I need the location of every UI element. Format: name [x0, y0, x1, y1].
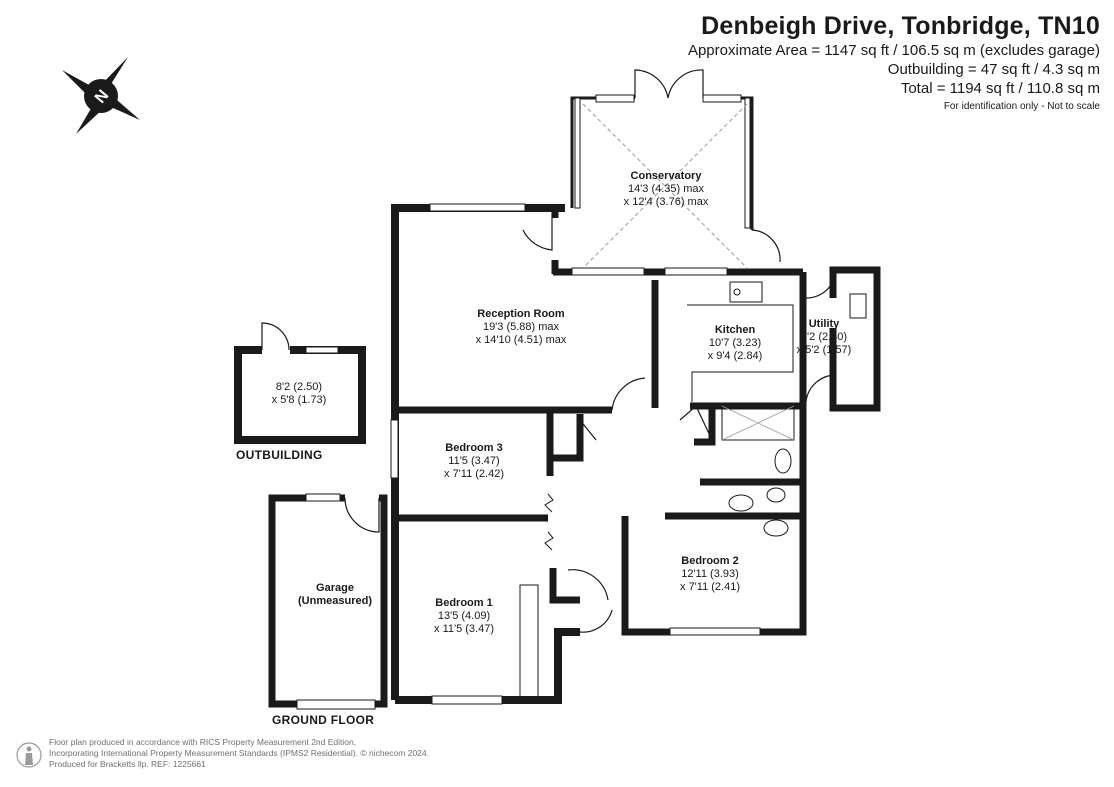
- room-dimension: 12'11 (3.93): [681, 568, 739, 580]
- room-dimension: x 7'11 (2.42): [444, 468, 504, 480]
- header: Denbeigh Drive, Tonbridge, TN10 Approxim…: [688, 12, 1100, 112]
- footer-line: Produced for Bracketts llp. REF: 1225661: [49, 759, 206, 769]
- room-name: Utility: [808, 318, 840, 330]
- ground-floor-label: GROUND FLOOR: [272, 713, 375, 727]
- room-reception: Reception Room 19'3 (5.88) max x 14'10 (…: [476, 308, 567, 347]
- property-title: Denbeigh Drive, Tonbridge, TN10: [701, 12, 1100, 40]
- room-name: Conservatory: [630, 170, 702, 182]
- area-line-outbuilding: Outbuilding = 47 sq ft / 4.3 sq m: [887, 61, 1100, 78]
- room-utility: Utility 9'2 (2.80) x 5'2 (1.57): [797, 318, 852, 357]
- room-bedroom-3: Bedroom 3 11'5 (3.47) x 7'11 (2.42): [444, 442, 504, 481]
- room-dimension: 19'3 (5.88) max: [482, 321, 560, 333]
- room-name: Garage: [316, 582, 354, 594]
- outbuilding-walls: [234, 322, 366, 444]
- room-dimension: x 9'4 (2.84): [707, 350, 763, 362]
- room-dimension: x 12'4 (3.76) max: [623, 196, 709, 208]
- room-note: (Unmeasured): [298, 595, 372, 607]
- room-dimension: x 7'11 (2.41): [680, 581, 740, 593]
- room-dimension: x 11'5 (3.47): [434, 623, 494, 635]
- room-outbuilding: 8'2 (2.50) x 5'8 (1.73): [272, 381, 327, 407]
- room-name: Bedroom 3: [445, 442, 503, 454]
- room-bedroom-2: Bedroom 2 12'11 (3.93) x 7'11 (2.41): [680, 555, 740, 594]
- room-dimension: x 5'8 (1.73): [271, 394, 327, 406]
- compass-north-icon: N: [62, 57, 140, 134]
- room-dimension: 13'5 (4.09): [437, 610, 491, 622]
- outbuilding-label: OUTBUILDING: [236, 448, 323, 462]
- garage-walls: [268, 493, 388, 710]
- room-name: Reception Room: [477, 308, 565, 320]
- room-dimension: 8'2 (2.50): [275, 381, 323, 393]
- footer-line: Incorporating International Property Mea…: [49, 748, 429, 758]
- disclaimer: For identification only - Not to scale: [943, 101, 1100, 112]
- room-kitchen: Kitchen 10'7 (3.23) x 9'4 (2.84): [708, 324, 763, 363]
- area-line-total: Total = 1194 sq ft / 110.8 sq m: [900, 80, 1100, 97]
- main-house-walls: [390, 69, 881, 705]
- room-dimension: x 14'10 (4.51) max: [475, 334, 567, 346]
- footer-credits: Floor plan produced in accordance with R…: [49, 737, 429, 770]
- room-name: Bedroom 2: [681, 555, 739, 567]
- room-dimension: x 5'2 (1.57): [796, 344, 852, 356]
- room-dimension: 14'3 (4.35) max: [627, 183, 705, 195]
- room-name: Kitchen: [714, 324, 756, 336]
- room-bedroom-1: Bedroom 1 13'5 (4.09) x 11'5 (3.47): [434, 597, 494, 636]
- room-dimension: 9'2 (2.80): [800, 331, 848, 343]
- footer-line: Floor plan produced in accordance with R…: [49, 737, 357, 747]
- rics-logo-icon: [16, 742, 42, 768]
- room-dimension: 10'7 (3.23): [708, 337, 762, 349]
- room-dimension: 11'5 (3.47): [448, 455, 500, 467]
- room-conservatory: Conservatory 14'3 (4.35) max x 12'4 (3.7…: [624, 170, 709, 209]
- area-line-main: Approximate Area = 1147 sq ft / 106.5 sq…: [687, 42, 1100, 59]
- room-garage: Garage (Unmeasured): [298, 582, 372, 608]
- room-name: Bedroom 1: [435, 597, 493, 609]
